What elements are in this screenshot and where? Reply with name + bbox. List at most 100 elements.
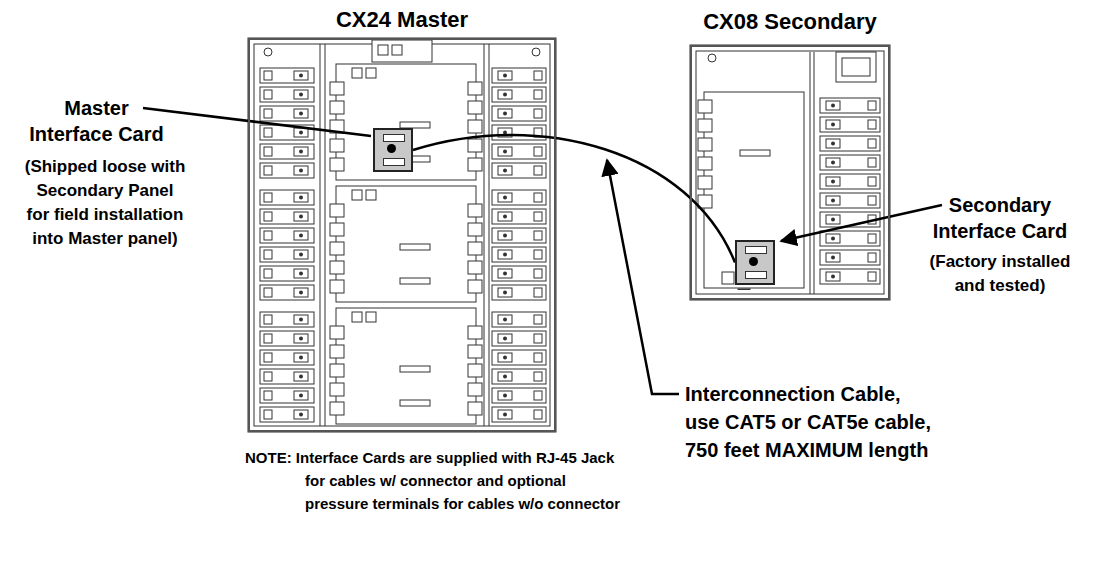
board-terminal — [366, 68, 376, 78]
breaker-handle — [264, 71, 272, 80]
leader-arrow — [607, 160, 679, 394]
master-panel: CX24 MasterMaster Interface Card(Shipped… — [248, 38, 556, 432]
callout-note: (Shipped loose with Secondary Panel for … — [24, 155, 186, 251]
board-connector — [330, 242, 344, 255]
breaker-handle — [264, 90, 272, 99]
interface-card: Secondary Interface Card(Factory install… — [735, 240, 775, 285]
breaker-handle — [264, 109, 272, 118]
breaker-terminal — [294, 193, 308, 202]
breaker — [260, 285, 314, 300]
breaker — [492, 209, 546, 224]
terminal-screw — [503, 413, 507, 417]
breaker — [492, 266, 546, 281]
panel-title: CX08 Secondary — [690, 8, 890, 36]
terminal-screw — [831, 123, 835, 127]
breaker-terminal — [294, 109, 308, 118]
breaker — [492, 68, 546, 83]
breaker — [260, 68, 314, 83]
breaker-terminal — [498, 334, 512, 343]
board-connector — [330, 261, 344, 274]
terminal-screw — [831, 256, 835, 260]
breaker-terminal — [294, 71, 308, 80]
board-connector — [330, 364, 344, 377]
breaker — [260, 209, 314, 224]
breaker-terminal — [826, 101, 840, 110]
terminal-screw — [831, 199, 835, 203]
leader-line — [143, 108, 371, 136]
breaker-handle — [868, 253, 876, 262]
breaker-terminal — [498, 288, 512, 297]
breaker-handle — [534, 147, 542, 156]
note-text: NOTE: Interface Cards are supplied with … — [245, 446, 625, 515]
board-connector — [330, 345, 344, 358]
card-slot — [745, 271, 767, 279]
card-slot — [745, 246, 767, 254]
interconnection-cable — [413, 135, 735, 263]
breaker — [820, 155, 880, 170]
terminal-screw — [831, 161, 835, 165]
panel-enclosure — [690, 45, 890, 300]
rail — [489, 44, 490, 426]
breaker — [492, 106, 546, 121]
breaker-terminal — [498, 391, 512, 400]
breaker — [492, 331, 546, 346]
terminal-screw — [503, 356, 507, 360]
board-connector — [468, 364, 482, 377]
breaker-handle — [264, 372, 272, 381]
board-connector — [468, 383, 482, 396]
breaker-handle — [534, 71, 542, 80]
breaker-handle — [264, 269, 272, 278]
breaker-terminal — [498, 147, 512, 156]
breaker-terminal — [294, 372, 308, 381]
board-terminal — [352, 68, 362, 78]
breaker — [820, 98, 880, 113]
breaker — [492, 247, 546, 262]
breaker — [260, 228, 314, 243]
board-connector — [468, 223, 482, 236]
breaker — [820, 117, 880, 132]
terminal-screw — [299, 74, 303, 78]
breaker-terminal — [826, 139, 840, 148]
breaker — [260, 87, 314, 102]
terminal-screw — [299, 291, 303, 295]
breaker — [820, 193, 880, 208]
breaker-terminal — [294, 128, 308, 137]
breaker — [492, 285, 546, 300]
breaker — [492, 163, 546, 178]
terminal-screw — [503, 196, 507, 200]
breaker-handle — [264, 231, 272, 240]
breaker-terminal — [294, 288, 308, 297]
terminal-screw — [503, 215, 507, 219]
breaker-terminal — [498, 90, 512, 99]
breaker-handle — [868, 196, 876, 205]
board-connector — [468, 326, 482, 339]
board-connector — [330, 223, 344, 236]
board-connector — [468, 139, 482, 152]
terminal-screw — [299, 375, 303, 379]
board-connector — [330, 280, 344, 293]
terminal — [392, 45, 402, 55]
terminal-screw — [831, 218, 835, 222]
breaker — [260, 144, 314, 159]
breaker — [492, 144, 546, 159]
leader-arrow — [781, 205, 942, 241]
breaker — [260, 190, 314, 205]
breaker-handle — [534, 212, 542, 221]
breaker-handle — [534, 334, 542, 343]
board-terminal — [352, 312, 362, 322]
board-connector — [468, 82, 482, 95]
terminal-screw — [299, 413, 303, 417]
breaker-terminal — [294, 231, 308, 240]
breaker-handle — [534, 410, 542, 419]
board-connector — [330, 326, 344, 339]
terminal-screw — [831, 104, 835, 108]
breaker-handle — [264, 147, 272, 156]
breaker-terminal — [498, 109, 512, 118]
terminal-screw — [299, 234, 303, 238]
breaker-handle — [264, 315, 272, 324]
breaker-terminal — [498, 372, 512, 381]
transformer — [836, 52, 876, 82]
board-connector — [468, 345, 482, 358]
panel-inner-frame — [254, 44, 550, 426]
